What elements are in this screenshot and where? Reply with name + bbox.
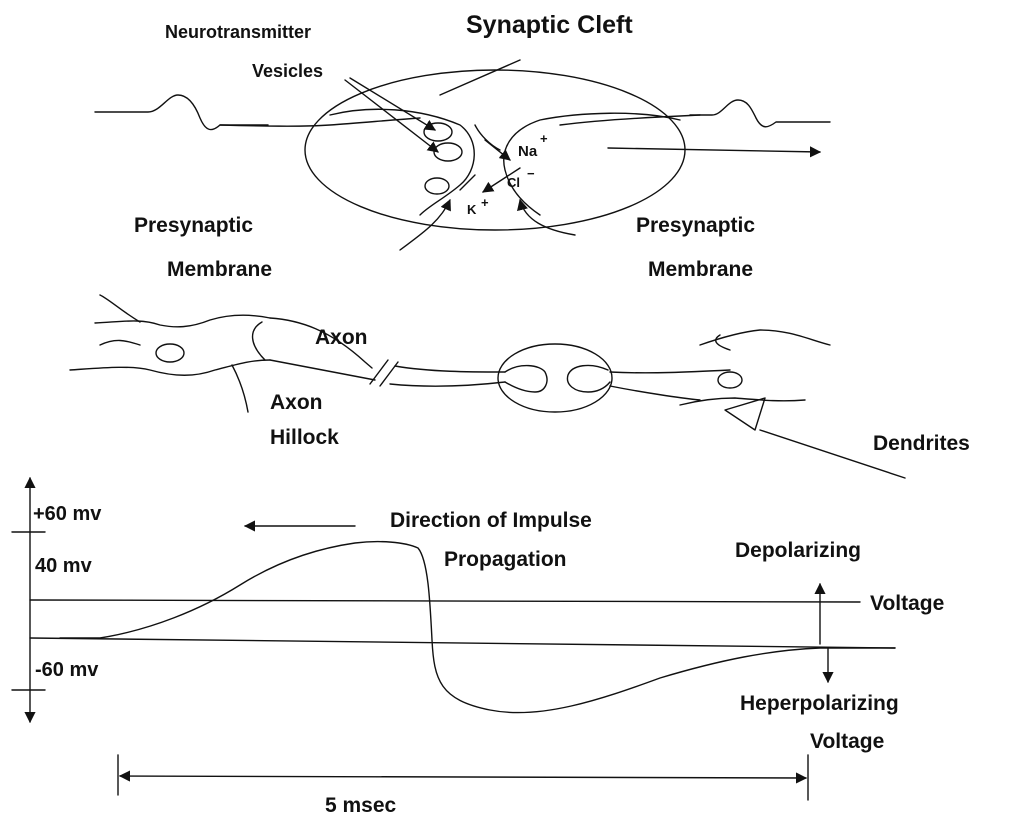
vesicle-3	[425, 178, 449, 194]
plus-40-label: 40 mv	[35, 555, 93, 577]
time-span-label: 5 msec	[325, 794, 397, 817]
axon-synapse-knob-left	[505, 366, 547, 392]
presynaptic-right-label: Presynaptic	[636, 214, 755, 237]
vesicle-arrow-2	[345, 80, 438, 152]
vesicles-label: Vesicles	[252, 61, 323, 81]
post-axon-upper	[610, 370, 730, 373]
axon-lower-a	[270, 360, 375, 380]
right-cell-nucleus	[718, 372, 742, 388]
left-cell-upper	[95, 315, 270, 327]
axon-hillock-label-2: Hillock	[270, 426, 339, 449]
post-axon-lower	[610, 386, 700, 400]
cl-charge-label: −	[527, 166, 535, 181]
minus-60-label: -60 mv	[35, 659, 99, 681]
direction-label-1: Direction of Impulse	[390, 509, 592, 532]
k-charge-label: +	[481, 195, 489, 210]
cleft-detail-1	[475, 125, 500, 150]
axon-break-1	[370, 360, 388, 384]
cl-ion-label: Cl	[507, 175, 520, 190]
synaptic-cleft-pointer	[440, 60, 520, 95]
hyperpolarizing-voltage-label: Voltage	[810, 730, 884, 753]
axon-lower-b	[390, 382, 505, 386]
direction-label-2: Propagation	[444, 548, 567, 571]
presynaptic-left-label: Presynaptic	[134, 214, 253, 237]
outgoing-signal-arrow	[608, 148, 820, 152]
k-ion-label: K	[467, 202, 477, 217]
na-ion-label: Na	[518, 143, 538, 160]
outgoing-wave	[690, 100, 830, 127]
postsynaptic-membrane	[504, 113, 680, 215]
right-cell-upper	[700, 330, 830, 345]
right-cell-triangle	[725, 398, 765, 430]
membrane-left-label: Membrane	[167, 258, 272, 281]
left-cell-nucleus	[156, 344, 184, 362]
axon-synapse-knob-right	[567, 365, 610, 392]
left-cell-dendrite-right	[253, 322, 265, 360]
right-cell-lower	[680, 398, 805, 405]
plus-60-label: +60 mv	[33, 503, 102, 525]
axon-label: Axon	[315, 326, 368, 349]
axon-hillock-label-1: Axon	[270, 391, 323, 414]
dendrites-label: Dendrites	[873, 432, 970, 455]
axon-hillock-pointer	[232, 365, 248, 412]
membrane-right-label: Membrane	[648, 258, 753, 281]
resting-line	[30, 638, 895, 648]
na-arrow	[485, 140, 510, 160]
axon-upper-b	[395, 366, 505, 372]
neurotransmitter-label: Neurotransmitter	[165, 22, 311, 42]
left-cell-dendrite-top	[100, 295, 140, 322]
incoming-wave	[95, 95, 268, 130]
time-span-arrow	[120, 776, 806, 778]
hyperpolarizing-label: Heperpolarizing	[740, 692, 899, 715]
reference-line-40mv	[30, 600, 860, 602]
depolarizing-voltage-label: Voltage	[870, 592, 944, 615]
axon-synapse-ellipse	[498, 344, 612, 412]
left-cell-dendrite-left	[100, 340, 140, 345]
synaptic-cleft-label: Synaptic Cleft	[466, 11, 633, 39]
presynaptic-knob	[330, 109, 474, 215]
depolarizing-label: Depolarizing	[735, 539, 861, 562]
na-charge-label: +	[540, 131, 548, 146]
neuron-section	[70, 295, 905, 478]
